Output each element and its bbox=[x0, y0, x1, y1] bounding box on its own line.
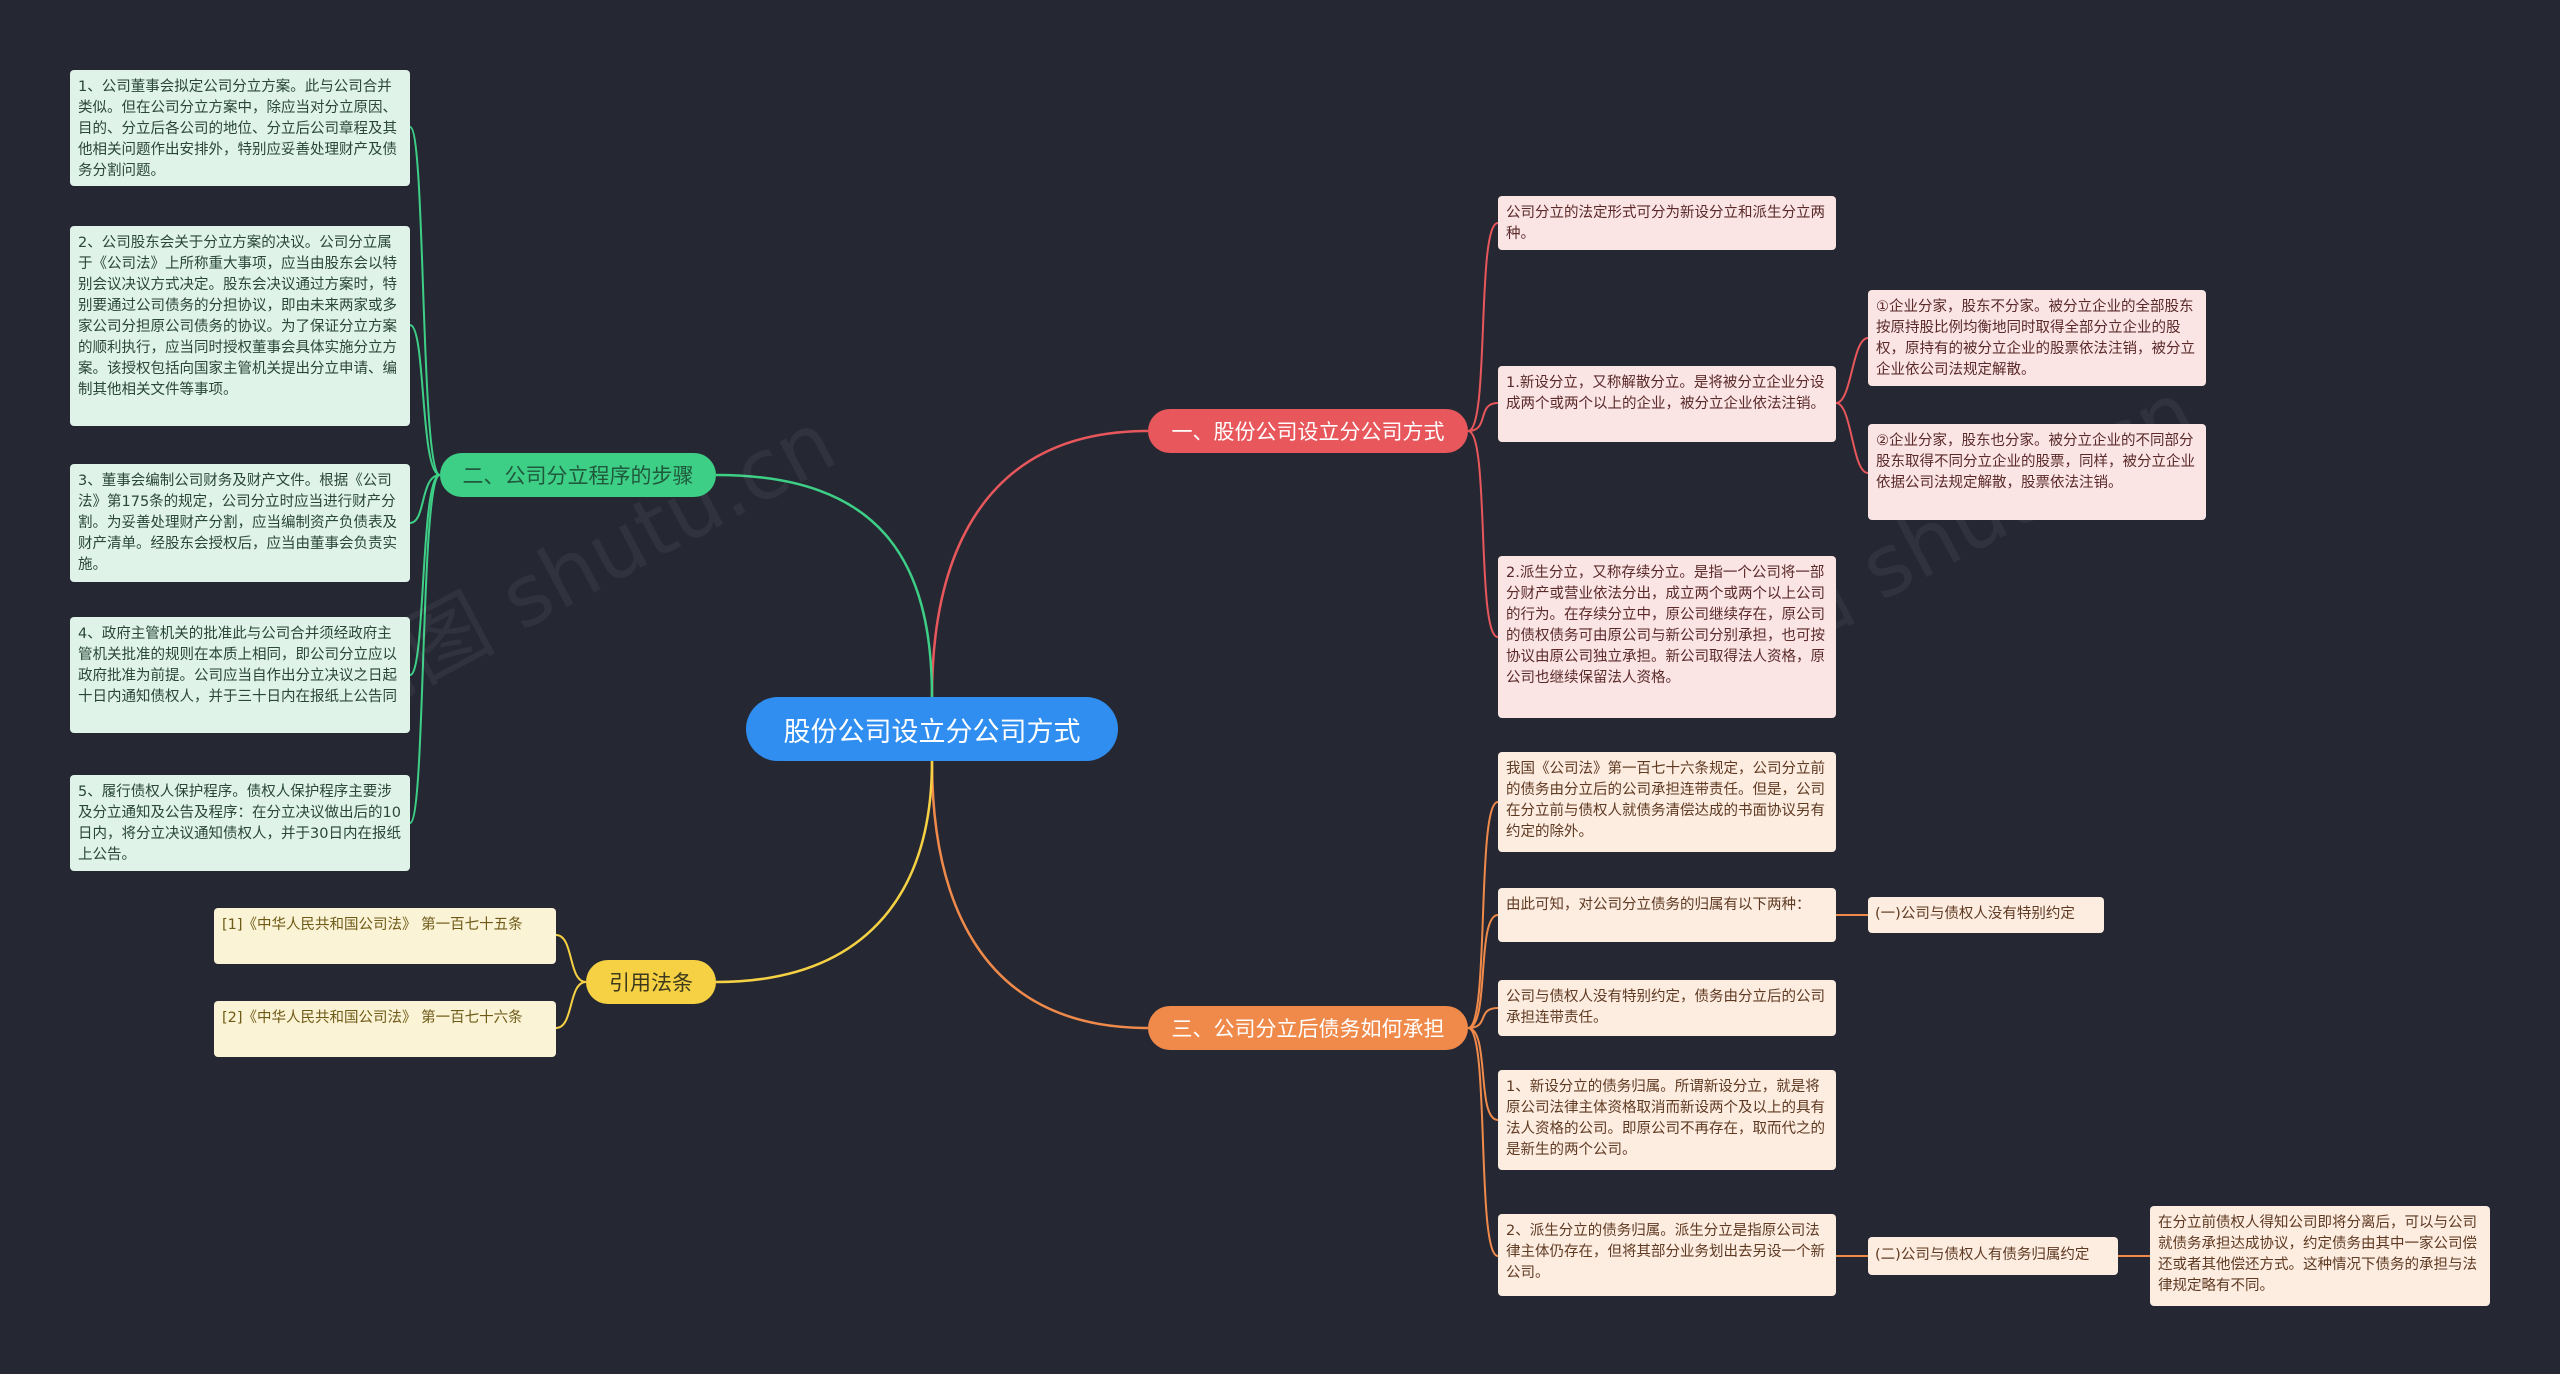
link-b2-s2 bbox=[409, 324, 441, 476]
b3-node-new-division-debt[interactable]: 1、新设分立的债务归属。所谓新设分立，就是将原公司法律主体资格取消而新设两个及以… bbox=[1498, 1070, 1836, 1170]
b3-node-joint-liability[interactable]: 公司与债权人没有特别约定，债务由分立后的公司承担连带责任。 bbox=[1498, 980, 1836, 1036]
b3-node-derived-division-debt[interactable]: 2、派生分立的债务归属。派生分立是指原公司法律主体仍存在，但将其部分业务划出去另… bbox=[1498, 1214, 1836, 1296]
link-b4-r2 bbox=[555, 981, 587, 1029]
link-b3-d2 bbox=[1467, 914, 1499, 1029]
link-n2-n2b bbox=[1835, 402, 1869, 474]
b3-node-no-agreement[interactable]: (一)公司与债权人没有特别约定 bbox=[1868, 897, 2104, 933]
b2-step-1[interactable]: 1、公司董事会拟定公司分立方案。此与公司合并类似。但在公司分立方案中，除应当对分… bbox=[70, 70, 410, 186]
link-center-b2 bbox=[715, 473, 934, 698]
link-b4-r1 bbox=[555, 934, 587, 983]
b1-node-new-division-case1[interactable]: ①企业分家，股东不分家。被分立企业的全部股东按原持股比例均衡地同时取得全部分立企… bbox=[1868, 290, 2206, 386]
b4-citation-2[interactable]: [2]《中华人民共和国公司法》 第一百七十六条 bbox=[214, 1001, 556, 1057]
b1-node-forms[interactable]: 公司分立的法定形式可分为新设分立和派生分立两种。 bbox=[1498, 196, 1836, 250]
link-center-b4 bbox=[715, 760, 934, 984]
b2-step-3[interactable]: 3、董事会编制公司财务及财产文件。根据《公司法》第175条的规定，公司分立时应当… bbox=[70, 464, 410, 582]
link-center-b3 bbox=[930, 760, 1149, 1030]
link-b2-s1 bbox=[409, 126, 441, 476]
link-center-b1 bbox=[930, 429, 1149, 698]
link-b3-d1 bbox=[1467, 801, 1499, 1029]
branch-4-topic[interactable]: 引用法条 bbox=[586, 960, 716, 1004]
link-b1-n1 bbox=[1467, 222, 1499, 432]
b3-node-agreement-detail[interactable]: 在分立前债权人得知公司即将分离后，可以与公司就债务承担达成协议，约定债务由其中一… bbox=[2150, 1206, 2490, 1306]
b3-node-has-agreement[interactable]: (二)公司与债权人有债务归属约定 bbox=[1868, 1237, 2118, 1275]
link-b3-d3 bbox=[1467, 1007, 1499, 1029]
branch-3-topic[interactable]: 三、公司分立后债务如何承担 bbox=[1148, 1006, 1468, 1050]
link-b2-s5 bbox=[409, 474, 441, 824]
link-b1-n2 bbox=[1467, 402, 1499, 432]
branch-2-topic[interactable]: 二、公司分立程序的步骤 bbox=[440, 453, 716, 497]
b2-step-5[interactable]: 5、履行债权人保护程序。债权人保护程序主要涉及分立通知及公告及程序：在分立决议做… bbox=[70, 775, 410, 871]
b1-node-derived-division[interactable]: 2.派生分立，又称存续分立。是指一个公司将一部分财产或营业依法分出，成立两个或两… bbox=[1498, 556, 1836, 718]
link-n2-n2a bbox=[1835, 337, 1869, 404]
link-b3-d5 bbox=[1467, 1027, 1499, 1257]
b1-node-new-division-case2[interactable]: ②企业分家，股东也分家。被分立企业的不同部分股东取得不同分立企业的股票，同样，被… bbox=[1868, 424, 2206, 520]
link-b3-d4 bbox=[1467, 1027, 1499, 1121]
b4-citation-1[interactable]: [1]《中华人民共和国公司法》 第一百七十五条 bbox=[214, 908, 556, 964]
b1-node-new-division[interactable]: 1.新设分立，又称解散分立。是将被分立企业分设成两个或两个以上的企业，被分立企业… bbox=[1498, 366, 1836, 442]
b3-node-law[interactable]: 我国《公司法》第一百七十六条规定，公司分立前的债务由分立后的公司承担连带责任。但… bbox=[1498, 752, 1836, 852]
b3-node-two-types[interactable]: 由此可知，对公司分立债务的归属有以下两种： bbox=[1498, 888, 1836, 942]
b2-step-4[interactable]: 4、政府主管机关的批准此与公司合并须经政府主管机关批准的规则在本质上相同，即公司… bbox=[70, 617, 410, 733]
branch-1-topic[interactable]: 一、股份公司设立分公司方式 bbox=[1148, 409, 1468, 453]
central-topic[interactable]: 股份公司设立分公司方式 bbox=[746, 697, 1118, 761]
link-b2-s3 bbox=[409, 474, 441, 524]
link-b1-n3 bbox=[1467, 430, 1499, 638]
b2-step-2[interactable]: 2、公司股东会关于分立方案的决议。公司分立属于《公司法》上所称重大事项，应当由股… bbox=[70, 226, 410, 426]
link-b2-s4 bbox=[409, 474, 441, 676]
